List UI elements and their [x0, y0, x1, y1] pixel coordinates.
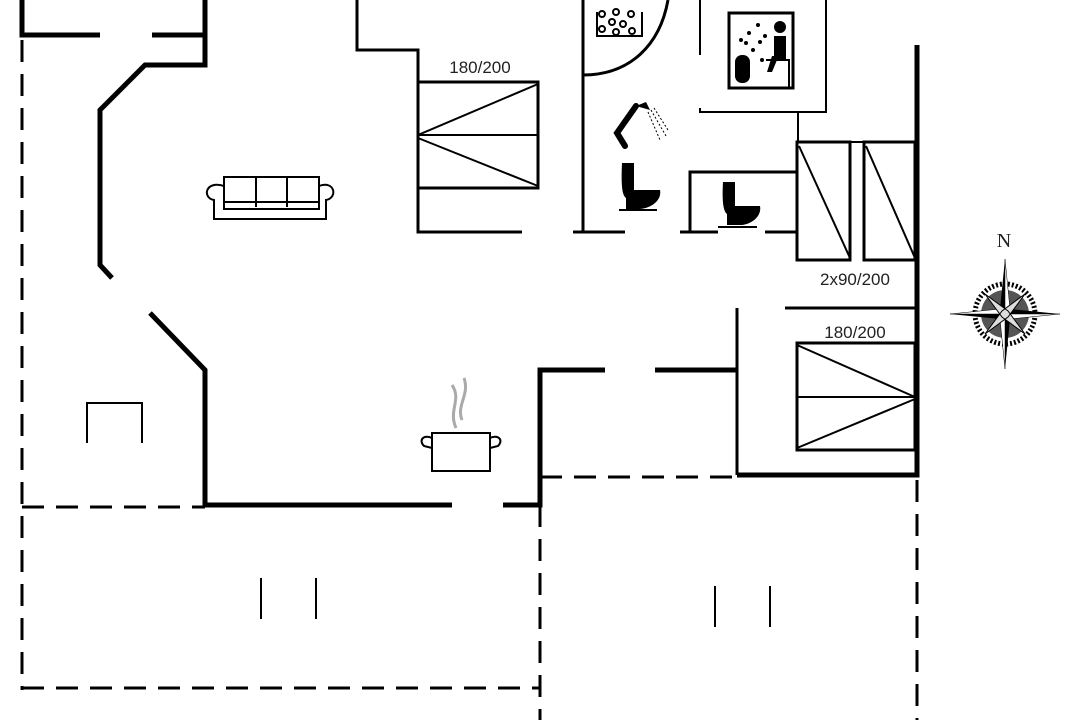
bed-size-label: 180/200 — [824, 323, 885, 342]
dashed-outlines — [20, 40, 919, 720]
bed-size-label: 180/200 — [449, 58, 510, 77]
whirlpool-icon — [596, 8, 643, 37]
bed-icon — [795, 140, 917, 262]
bed-size-label: 2x90/200 — [820, 270, 890, 289]
fireplace-icon — [86, 402, 143, 443]
toilet-icon — [718, 182, 761, 228]
bed-icon — [795, 341, 917, 452]
sofa-icon — [205, 176, 335, 220]
walls — [19, 0, 920, 508]
shower-icon — [613, 102, 669, 149]
toilet-icon — [619, 163, 661, 211]
compass-north-label: N — [997, 230, 1011, 252]
compass-rose-icon — [949, 258, 1061, 370]
bed-icon — [416, 80, 540, 190]
sauna-icon — [727, 11, 795, 90]
cooking-pot-icon — [420, 377, 502, 472]
parking-marks — [260, 578, 771, 627]
